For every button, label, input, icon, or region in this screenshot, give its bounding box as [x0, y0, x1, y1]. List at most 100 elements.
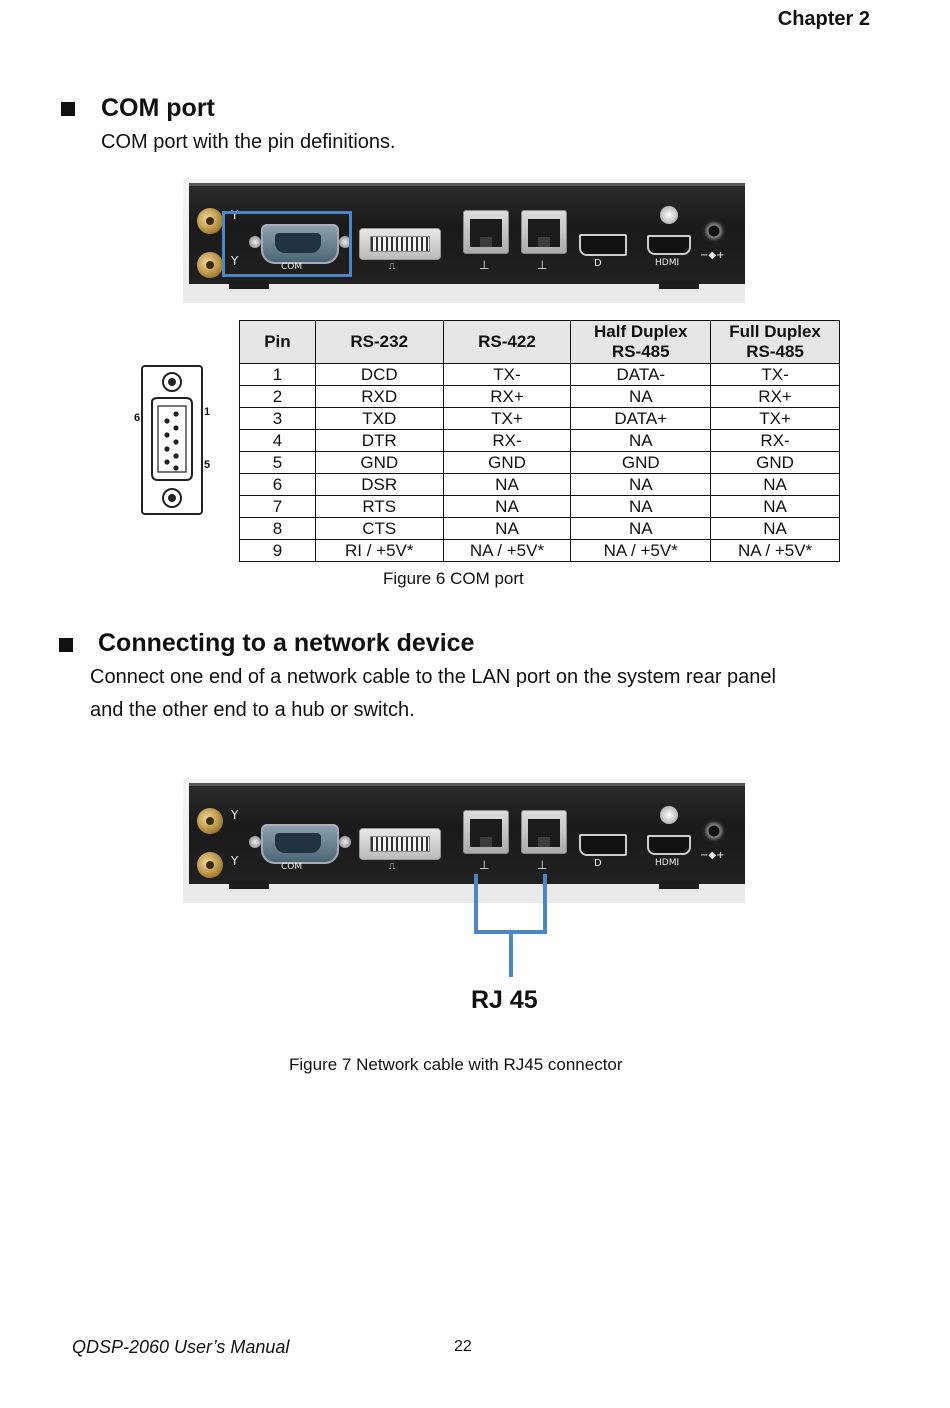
lan-port-1 [463, 810, 509, 854]
lan-port-1 [463, 210, 509, 254]
power-polarity-icon: −◆+ [700, 250, 725, 261]
dvi-symbol-icon: ⎍ [389, 262, 396, 272]
dvi-symbol-icon: ⎍ [389, 862, 396, 872]
table-cell: 2 [239, 385, 316, 408]
serial-port-connector [261, 224, 339, 264]
table-cell: CTS [314, 517, 444, 540]
table-cell: 5 [239, 451, 316, 474]
screw-icon [339, 836, 351, 848]
figure-6-caption: Figure 6 COM port [383, 569, 524, 588]
table-cell: DTR [314, 429, 444, 452]
displayport-connector [579, 234, 627, 256]
table-cell: DATA+ [570, 407, 712, 430]
status-led-icon [660, 206, 678, 224]
table-cell: 3 [239, 407, 316, 430]
rear-panel-photo-com: Y Y COM ⎍ ⊥ ⊥ D HDMI −◆+ [183, 179, 745, 303]
table-cell: NA [570, 495, 712, 518]
table-cell: DSR [314, 473, 444, 496]
network-symbol-icon: ⊥ [479, 258, 490, 272]
hdmi-label: HDMI [655, 858, 680, 868]
bullet-icon [61, 102, 75, 116]
rj45-callout-bracket-right [543, 874, 547, 934]
table-cell: NA [570, 429, 712, 452]
displayport-symbol-icon: D [594, 858, 602, 869]
antenna-connector-icon [197, 808, 223, 834]
table-cell: DATA- [570, 363, 712, 386]
db9-pin-6-label: 6 [134, 412, 141, 424]
com-port-label: COM [281, 262, 303, 272]
col-header-rs422: RS-422 [442, 320, 572, 364]
col-header-full-duplex: Full Duplex RS-485 [710, 320, 840, 364]
col-header-pin: Pin [239, 320, 316, 364]
table-cell: TX+ [442, 407, 572, 430]
table-cell: NA / +5V* [570, 539, 712, 562]
table-cell: 4 [239, 429, 316, 452]
table-cell: 6 [239, 473, 316, 496]
table-cell: GND [710, 451, 840, 474]
chapter-header: Chapter 2 [777, 8, 870, 30]
dc-power-jack [702, 819, 726, 843]
table-cell: NA / +5V* [710, 539, 840, 562]
table-cell: RXD [314, 385, 444, 408]
status-led-icon [660, 806, 678, 824]
table-cell: NA / +5V* [442, 539, 572, 562]
screw-icon [249, 236, 261, 248]
hdmi-port-connector [647, 235, 691, 255]
bullet-icon [59, 638, 73, 652]
table-cell: NA [570, 517, 712, 540]
table-cell: 8 [239, 517, 316, 540]
rj45-callout-leader [509, 934, 513, 977]
com-pin-table: Pin RS-232 RS-422 Half Duplex RS-485 Ful… [239, 320, 840, 562]
table-cell: TX- [442, 363, 572, 386]
table-cell: GND [442, 451, 572, 474]
displayport-symbol-icon: D [594, 258, 602, 269]
footer-manual-title: QDSP-2060 User’s Manual [72, 1337, 290, 1357]
rj45-callout-bracket-base [474, 930, 547, 934]
table-cell: NA [442, 495, 572, 518]
db9-pin-5-label: 5 [204, 459, 211, 471]
table-cell: NA [710, 495, 840, 518]
rj45-label: RJ 45 [471, 986, 538, 1014]
lan-port-2 [521, 810, 567, 854]
network-symbol-icon: ⊥ [537, 258, 548, 272]
table-cell: NA [442, 517, 572, 540]
table-cell: NA [570, 473, 712, 496]
antenna-symbol-icon: Y [231, 854, 239, 868]
table-cell: 7 [239, 495, 316, 518]
table-cell: NA [710, 517, 840, 540]
table-cell: NA [570, 385, 712, 408]
table-cell: RX+ [710, 385, 840, 408]
db9-pinout-diagram [141, 365, 203, 515]
table-cell: RTS [314, 495, 444, 518]
section-intro-com: COM port with the pin definitions. [101, 131, 396, 153]
hdmi-label: HDMI [655, 258, 680, 268]
table-cell: RX- [710, 429, 840, 452]
rj45-callout-bracket-left [474, 874, 478, 934]
com-port-label: COM [281, 862, 303, 872]
antenna-symbol-icon: Y [231, 808, 239, 822]
table-header-row: Pin RS-232 RS-422 Half Duplex RS-485 Ful… [239, 320, 840, 364]
dvi-port-connector [359, 828, 441, 860]
displayport-connector [579, 834, 627, 856]
screw-icon [339, 236, 351, 248]
section-title-com: COM port [101, 94, 215, 122]
lan-port-2 [521, 210, 567, 254]
hdmi-port-connector [647, 835, 691, 855]
table-cell: 9 [239, 539, 316, 562]
dc-power-jack [702, 219, 726, 243]
antenna-connector-icon [197, 252, 223, 278]
screw-icon [249, 836, 261, 848]
power-polarity-icon: −◆+ [700, 850, 725, 861]
table-cell: RI / +5V* [314, 539, 444, 562]
antenna-connector-icon [197, 208, 223, 234]
table-cell: 1 [239, 363, 316, 386]
table-cell: DCD [314, 363, 444, 386]
section-network-line-2: and the other end to a hub or switch. [90, 699, 415, 721]
